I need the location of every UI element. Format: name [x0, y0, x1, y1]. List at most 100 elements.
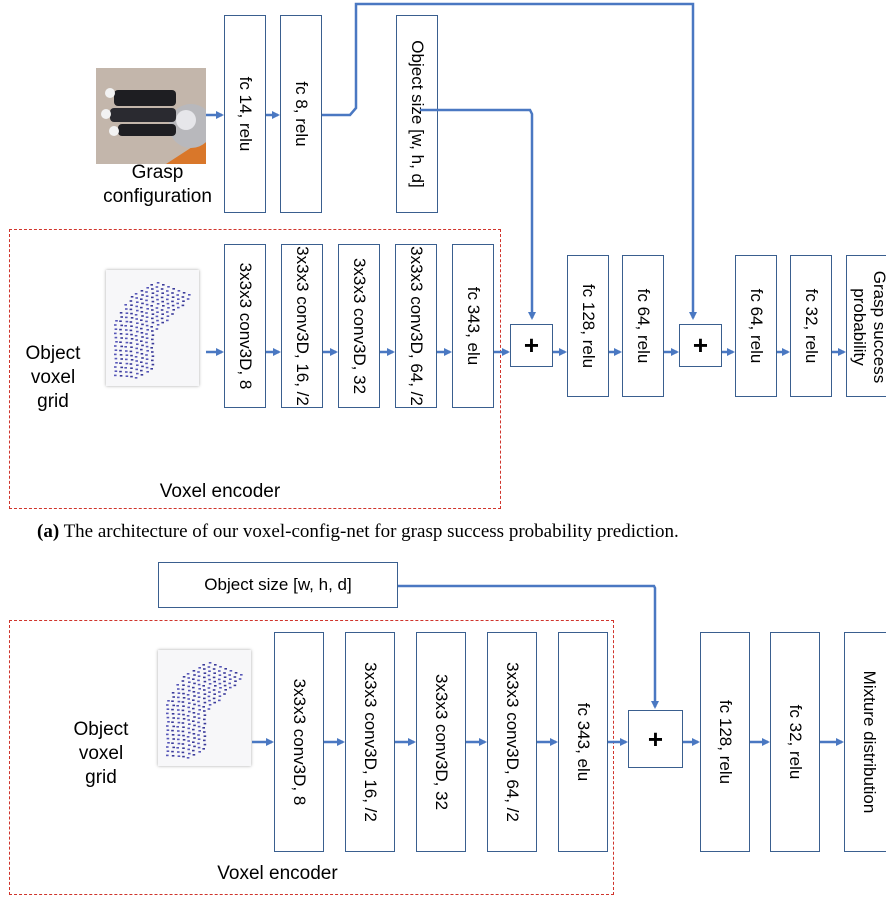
voxel-dot	[151, 363, 155, 366]
voxel-dot	[233, 684, 237, 687]
voxel-dot	[145, 303, 149, 306]
voxel-dot	[207, 695, 211, 698]
voxel-dot	[166, 754, 169, 757]
voxel-dot	[192, 728, 195, 731]
voxel-dot	[130, 317, 134, 319]
voxel-dot	[218, 674, 222, 676]
voxel-dot	[145, 362, 148, 365]
voxel-dot	[176, 302, 179, 305]
voxel-dot	[160, 309, 164, 311]
voxel-dot	[172, 746, 175, 749]
encoder-fc-343-bottom: fc 343, elu	[558, 632, 608, 852]
voxel-dot	[114, 370, 118, 372]
voxel-dot	[136, 364, 139, 366]
voxel-dot	[156, 303, 160, 305]
voxel-dot	[197, 742, 200, 745]
voxel-dot	[145, 312, 148, 314]
output-probability-box: Grasp success probability	[846, 255, 886, 397]
voxel-dot	[136, 301, 139, 303]
voxel-dot	[155, 294, 159, 297]
voxel-dot	[130, 333, 133, 336]
voxel-dot	[234, 680, 237, 682]
voxel-dot	[182, 713, 185, 716]
voxel-dot	[181, 730, 185, 733]
head-fc-128-bottom: fc 128, relu	[700, 632, 750, 852]
voxel-dot	[192, 754, 196, 756]
voxel-dot	[135, 360, 138, 362]
voxel-dot	[125, 350, 128, 352]
voxel-dot	[114, 357, 118, 360]
voxel-dot	[208, 678, 211, 681]
voxel-dot	[186, 298, 190, 300]
voxel-dot	[134, 293, 138, 295]
grasp-fc-8: fc 8, relu	[280, 15, 322, 213]
encoder-conv-64-top: 3x3x3 conv3D, 64, /2	[395, 244, 437, 408]
voxel-dot	[182, 697, 186, 699]
voxel-dot	[192, 749, 195, 752]
voxel-dot	[125, 312, 129, 314]
voxel-dot	[192, 699, 195, 701]
voxel-dot	[171, 742, 174, 744]
voxel-dot	[156, 290, 159, 292]
voxel-dot	[115, 320, 118, 322]
voxel-dot	[182, 705, 185, 707]
voxel-dot	[177, 713, 181, 715]
voxel-dot	[203, 739, 206, 742]
voxel-dot	[115, 341, 118, 343]
voxel-grid-image-bottom	[158, 650, 251, 766]
voxel-dot	[167, 700, 170, 702]
object-label-line-3-top: grid	[37, 391, 69, 412]
voxel-dot	[193, 703, 196, 706]
voxel-dot	[146, 329, 149, 331]
voxel-dot	[124, 367, 127, 369]
voxel-dot	[125, 337, 128, 340]
voxel-dot	[146, 308, 149, 310]
voxel-dot	[203, 701, 207, 704]
voxel-dot	[224, 668, 227, 670]
voxel-dot	[166, 298, 169, 301]
voxel-dot	[208, 704, 212, 706]
grasp-configuration-label: Grasp configuration	[95, 161, 220, 209]
voxel-dot	[218, 670, 221, 672]
voxel-dot	[141, 357, 144, 359]
voxel-dot	[207, 708, 211, 710]
voxel-dot	[177, 730, 180, 732]
voxel-dot	[188, 702, 191, 704]
voxel-dot	[171, 296, 175, 298]
voxel-dot	[167, 721, 170, 723]
voxel-dot	[203, 710, 206, 712]
voxel-dot	[114, 366, 117, 368]
voxel-dot	[166, 290, 169, 292]
voxel-dot	[135, 305, 138, 308]
voxel-dot	[125, 329, 128, 331]
voxel-dot	[140, 327, 143, 330]
voxel-dot	[145, 299, 148, 302]
voxel-dot	[151, 296, 154, 299]
voxel-dot	[182, 747, 185, 749]
voxel-dot	[181, 304, 185, 307]
voxel-dot	[187, 706, 190, 709]
voxel-dot	[212, 676, 216, 679]
voxel-dot	[167, 286, 170, 288]
voxel-dot	[198, 751, 201, 753]
voxel-dot	[136, 343, 139, 345]
encoder-conv-16-bottom: 3x3x3 conv3D, 16, /2	[345, 632, 395, 852]
object-label-line-1-top: Object	[25, 343, 81, 364]
voxel-dot	[177, 290, 181, 292]
voxel-dot	[182, 300, 185, 302]
voxel-dot	[203, 731, 206, 733]
voxel-dot	[197, 746, 201, 749]
voxel-dot	[130, 325, 133, 327]
voxel-dot	[172, 717, 175, 719]
voxel-dot	[218, 695, 222, 697]
voxel-dot	[177, 298, 180, 300]
head-fc-32-bottom: fc 32, relu	[770, 632, 820, 852]
voxel-dot	[176, 747, 179, 749]
voxel-dot	[166, 294, 170, 296]
caption-text: The architecture of our voxel-config-net…	[59, 521, 679, 542]
voxel-dot	[151, 338, 154, 341]
voxel-dot	[145, 341, 148, 344]
encoder-fc-343-top: fc 343, elu	[452, 244, 494, 408]
voxel-dot	[203, 672, 207, 674]
voxel-dot	[177, 738, 180, 741]
